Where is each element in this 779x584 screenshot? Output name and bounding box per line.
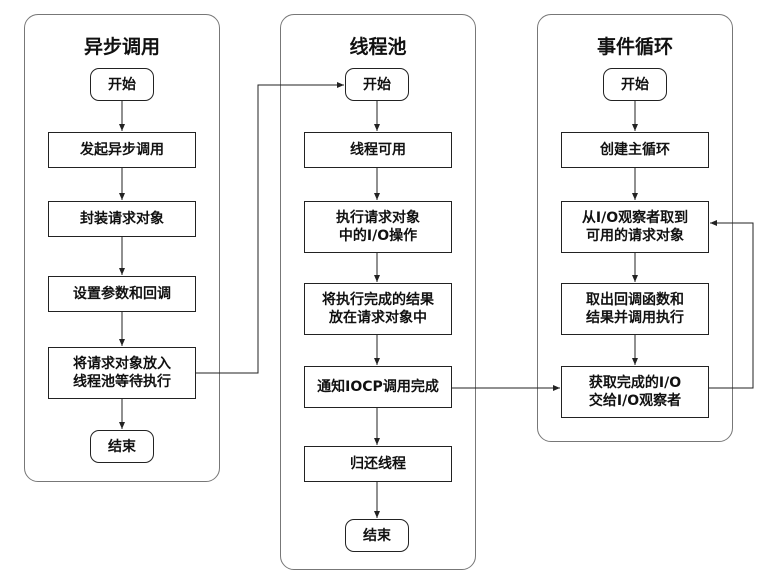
lane-title: 事件循环 — [596, 36, 673, 58]
async-end-node: 结束 — [90, 430, 154, 463]
edge-enqueue-to-pool — [196, 82, 344, 374]
edge-loop-back — [709, 220, 754, 389]
pool-step-return-thread: 归还线程 — [304, 446, 452, 482]
async-step-wrap-request: 封装请求对象 — [48, 201, 196, 237]
loop-step-run-callback: 取出回调函数和 结果并调用执行 — [561, 283, 709, 335]
lane-title: 异步调用 — [83, 36, 160, 58]
pool-step-notify-iocp: 通知IOCP调用完成 — [304, 366, 452, 408]
pool-start-node: 开始 — [345, 68, 409, 101]
async-step-set-params: 设置参数和回调 — [48, 276, 196, 312]
pool-step-execute-io: 执行请求对象 中的I/O操作 — [304, 201, 452, 253]
pool-step-thread-available: 线程可用 — [304, 132, 452, 168]
loop-step-fetch-request: 从I/O观察者取到 可用的请求对象 — [561, 201, 709, 253]
pool-step-store-result: 将执行完成的结果 放在请求对象中 — [304, 283, 452, 335]
lane-title: 线程池 — [349, 36, 407, 58]
loop-step-create-main-loop: 创建主循环 — [561, 132, 709, 168]
loop-step-get-completed-io: 获取完成的I/O 交给I/O观察者 — [561, 366, 709, 418]
async-step-enqueue: 将请求对象放入 线程池等待执行 — [48, 347, 196, 399]
async-start-node: 开始 — [90, 68, 154, 101]
async-step-initiate: 发起异步调用 — [48, 132, 196, 168]
pool-end-node: 结束 — [345, 519, 409, 552]
loop-start-node: 开始 — [603, 68, 667, 101]
